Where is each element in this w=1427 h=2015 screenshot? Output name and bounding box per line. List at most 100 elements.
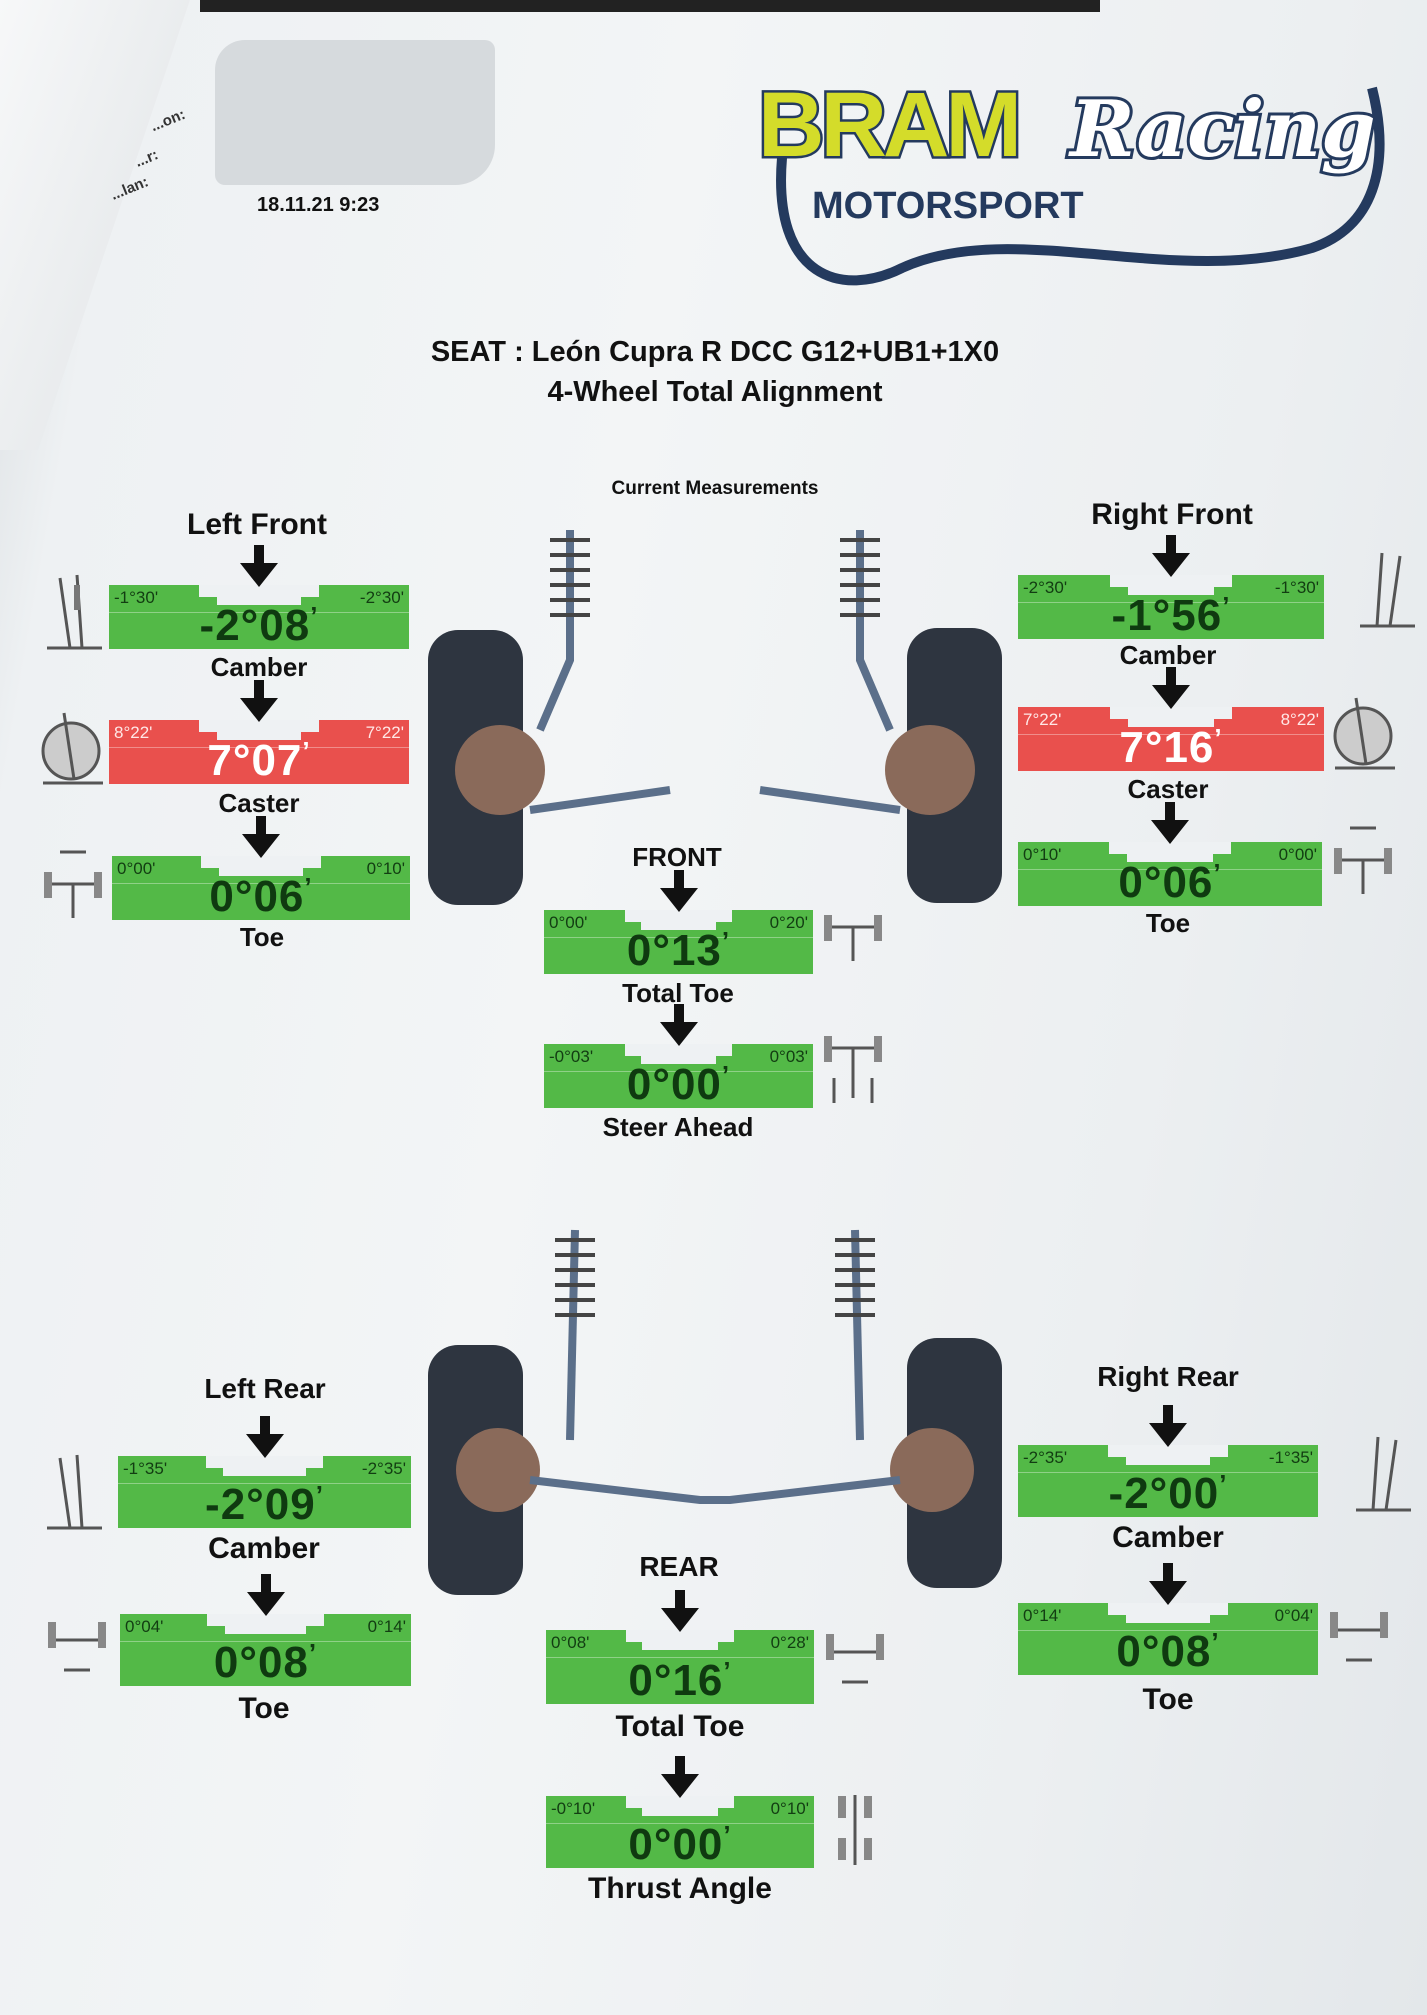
right-front-camber-gauge: -2°30'-1°30'-1°56’ bbox=[1018, 575, 1324, 640]
toe-diagram-icon bbox=[48, 1622, 106, 1672]
minute-mark: ’ bbox=[721, 926, 731, 956]
gauge-label: Camber bbox=[1119, 640, 1217, 670]
gauge-max: -2°35' bbox=[361, 1459, 406, 1478]
pointer-arrow-icon bbox=[246, 1574, 285, 1616]
vehicle-title: SEAT : León Cupra R DCC G12+UB1+1X0 bbox=[430, 336, 1000, 368]
total-toe-diagram-icon bbox=[824, 915, 882, 961]
thrust-angle-gauge: -0°10'0°10'0°00’ bbox=[546, 1796, 814, 1869]
gauge-divider bbox=[112, 883, 410, 884]
pointer-arrow-icon bbox=[240, 545, 278, 587]
gauge-divider bbox=[1018, 602, 1324, 603]
folded-page-corner bbox=[0, 0, 190, 450]
meta-label: ...on: bbox=[148, 105, 188, 136]
gauge-notch bbox=[642, 1796, 718, 1816]
gauge-label: Steer Ahead bbox=[602, 1112, 754, 1142]
gauge-value-text: 7°16 bbox=[1119, 723, 1215, 772]
date-time: 18.11.21 9:23 bbox=[257, 194, 380, 216]
gauge-max: 8°22' bbox=[1280, 710, 1319, 729]
gauge-max: 0°04' bbox=[1274, 1606, 1313, 1625]
gauge-min: 0°00' bbox=[549, 913, 588, 932]
rear-suspension-illustration bbox=[428, 1229, 1002, 1595]
gauge-value-text: 7°07 bbox=[207, 736, 303, 785]
minute-mark: ’ bbox=[1222, 591, 1231, 621]
minute-mark: ’ bbox=[1219, 1469, 1228, 1499]
front-suspension-illustration bbox=[428, 530, 1002, 905]
steer-ahead-gauge: -0°03' 0°03' 0°00’ bbox=[544, 1044, 813, 1109]
gauge-notch bbox=[1128, 707, 1214, 727]
gauge-value-text: 0°00 bbox=[626, 1060, 722, 1109]
logo-sub: MOTORSPORT bbox=[812, 185, 1084, 227]
right-rear-toe-gauge: 0°14'0°04'0°08’ bbox=[1018, 1603, 1318, 1677]
gauge-value-text: -2°09 bbox=[205, 1480, 316, 1529]
gauge-value: -2°09’ bbox=[118, 1480, 411, 1530]
gauge-max: 0°20' bbox=[769, 913, 808, 932]
gauge-divider bbox=[544, 937, 813, 938]
gauge-notch bbox=[1126, 1445, 1210, 1465]
gauge-min: -1°35' bbox=[123, 1459, 168, 1478]
gauge-min: 8°22' bbox=[114, 723, 153, 742]
gauge-min: -0°03' bbox=[549, 1047, 594, 1066]
gauge-divider bbox=[109, 612, 409, 613]
gauge-label: Toe bbox=[238, 1692, 290, 1725]
gauge-value-text: 0°06 bbox=[1118, 858, 1214, 907]
gauge-notch bbox=[217, 720, 301, 740]
minute-mark: ’ bbox=[1214, 723, 1223, 753]
rear-total-toe-gauge: 0°08'0°28'0°16’ bbox=[546, 1630, 814, 1705]
gauge-label: Total Toe bbox=[615, 1710, 745, 1743]
pointer-arrow-icon bbox=[240, 680, 278, 722]
gauge-label: Toe bbox=[239, 922, 285, 952]
gauge-value: 0°08’ bbox=[1018, 1627, 1318, 1677]
gauge-divider bbox=[1018, 734, 1324, 735]
gauge-divider bbox=[1018, 1630, 1318, 1631]
camber-diagram-icon bbox=[1356, 1436, 1411, 1512]
gauge-notch bbox=[640, 1044, 717, 1064]
minute-mark: ’ bbox=[721, 1060, 731, 1090]
right-front-title: Right Front bbox=[1091, 498, 1253, 531]
pointer-arrow-icon bbox=[1149, 1563, 1187, 1605]
gauge-max: -1°35' bbox=[1268, 1448, 1313, 1467]
toe-diagram-icon bbox=[1334, 826, 1392, 894]
gauge-label: Thrust Angle bbox=[588, 1872, 772, 1905]
caster-diagram-icon bbox=[1333, 697, 1395, 770]
redacted-area bbox=[215, 40, 495, 185]
gauge-notch bbox=[219, 856, 303, 876]
rear-title: REAR bbox=[639, 1551, 719, 1582]
right-front-caster-gauge: 7°22'8°22'7°16’ bbox=[1018, 707, 1324, 772]
gauge-divider bbox=[120, 1641, 411, 1642]
right-rear-camber-gauge: -2°35'-1°35'-2°00’ bbox=[1018, 1445, 1318, 1519]
gauge-value-text: -2°00 bbox=[1108, 1469, 1220, 1518]
pointer-arrow-icon bbox=[242, 816, 280, 858]
minute-mark: ’ bbox=[1213, 858, 1222, 888]
gauge-notch bbox=[1127, 842, 1213, 862]
gauge-divider bbox=[544, 1071, 813, 1072]
front-total-toe-gauge: 0°00'0°20'0°13’ bbox=[544, 910, 813, 976]
gauge-label: Camber bbox=[208, 1532, 320, 1565]
gauge-max: 0°10' bbox=[366, 859, 405, 878]
camber-diagram-icon bbox=[47, 574, 102, 650]
minute-mark: ’ bbox=[310, 601, 319, 631]
gauge-value-text: 0°08 bbox=[213, 1638, 309, 1687]
total-toe-diagram-icon bbox=[826, 1634, 884, 1684]
logo-script: Racing bbox=[1068, 84, 1376, 175]
pointer-arrow-icon bbox=[1151, 802, 1189, 844]
pointer-arrow-icon bbox=[659, 1004, 698, 1046]
gauge-value-text: 0°13 bbox=[626, 926, 722, 975]
pointer-arrow-icon bbox=[661, 1590, 699, 1632]
minute-mark: ’ bbox=[723, 1820, 732, 1850]
left-rear-camber-gauge: -1°35' -2°35' -2°09’ bbox=[118, 1456, 411, 1530]
gauge-value: 0°06’ bbox=[112, 872, 410, 922]
minute-mark: ’ bbox=[304, 872, 313, 902]
gauge-value-text: -1°56 bbox=[1111, 591, 1223, 640]
gauge-divider bbox=[546, 1657, 814, 1658]
gauge-divider bbox=[109, 747, 409, 748]
minute-mark: ’ bbox=[302, 736, 311, 766]
gauge-max: 0°03' bbox=[769, 1047, 808, 1066]
bram-racing-logo: BRAM Racing MOTORSPORT bbox=[752, 48, 1392, 318]
gauge-min: 0°08' bbox=[551, 1633, 590, 1652]
caster-diagram-icon bbox=[41, 712, 103, 785]
gauge-min: 0°00' bbox=[117, 859, 156, 878]
gauge-value: 0°13’ bbox=[544, 926, 813, 976]
left-front-toe-gauge: 0°00' 0°10'0°06’ bbox=[112, 856, 410, 922]
gauge-value: -2°00’ bbox=[1018, 1469, 1318, 1519]
gauge-max: 0°10' bbox=[770, 1799, 809, 1818]
